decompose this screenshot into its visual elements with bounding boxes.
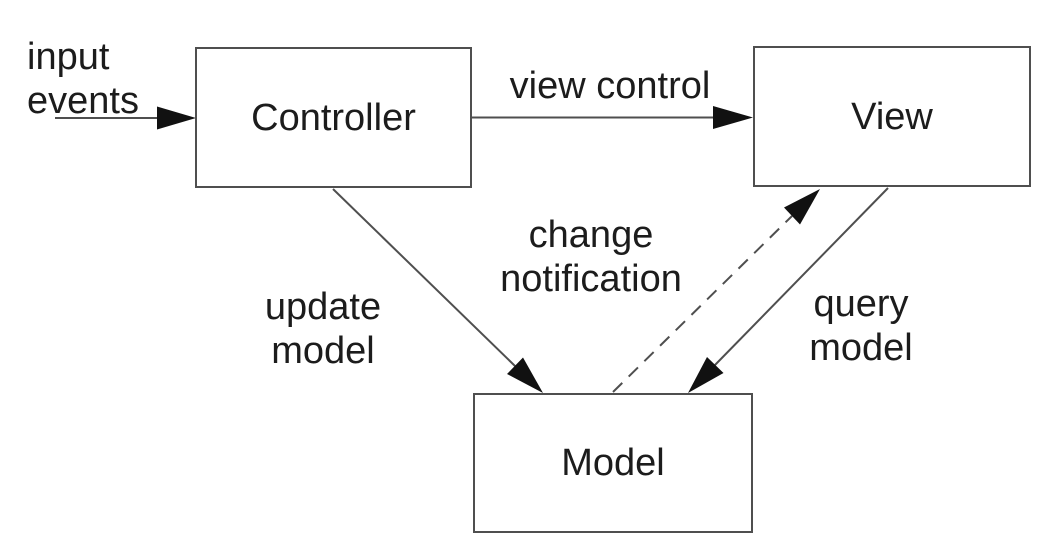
arrowhead-down-right-icon <box>507 357 543 393</box>
node-view-label: View <box>851 95 933 138</box>
arrowhead-down-left-icon <box>688 357 724 393</box>
arrow-view-control <box>472 106 753 129</box>
arrowhead-up-right-icon <box>784 189 820 225</box>
arrow-input-events <box>55 106 196 130</box>
edge-label-input-events: input events <box>27 36 139 122</box>
arrow-query-model <box>688 187 889 393</box>
node-model: Model <box>473 393 753 533</box>
edge-label-update-model: update model <box>264 286 382 372</box>
arrowhead-right-icon <box>157 106 196 130</box>
arrowhead-right-icon <box>713 106 753 129</box>
node-view: View <box>753 46 1031 187</box>
arrow-change-notification <box>612 189 820 393</box>
node-model-label: Model <box>561 442 665 484</box>
node-controller-label: Controller <box>251 96 416 139</box>
edge-label-query-model: query model <box>809 283 913 369</box>
node-controller: Controller <box>195 47 472 188</box>
edge-label-view-control: view control <box>509 65 711 107</box>
arrow-update-model <box>332 188 543 393</box>
edge-label-change-notification: change notification <box>500 214 682 300</box>
